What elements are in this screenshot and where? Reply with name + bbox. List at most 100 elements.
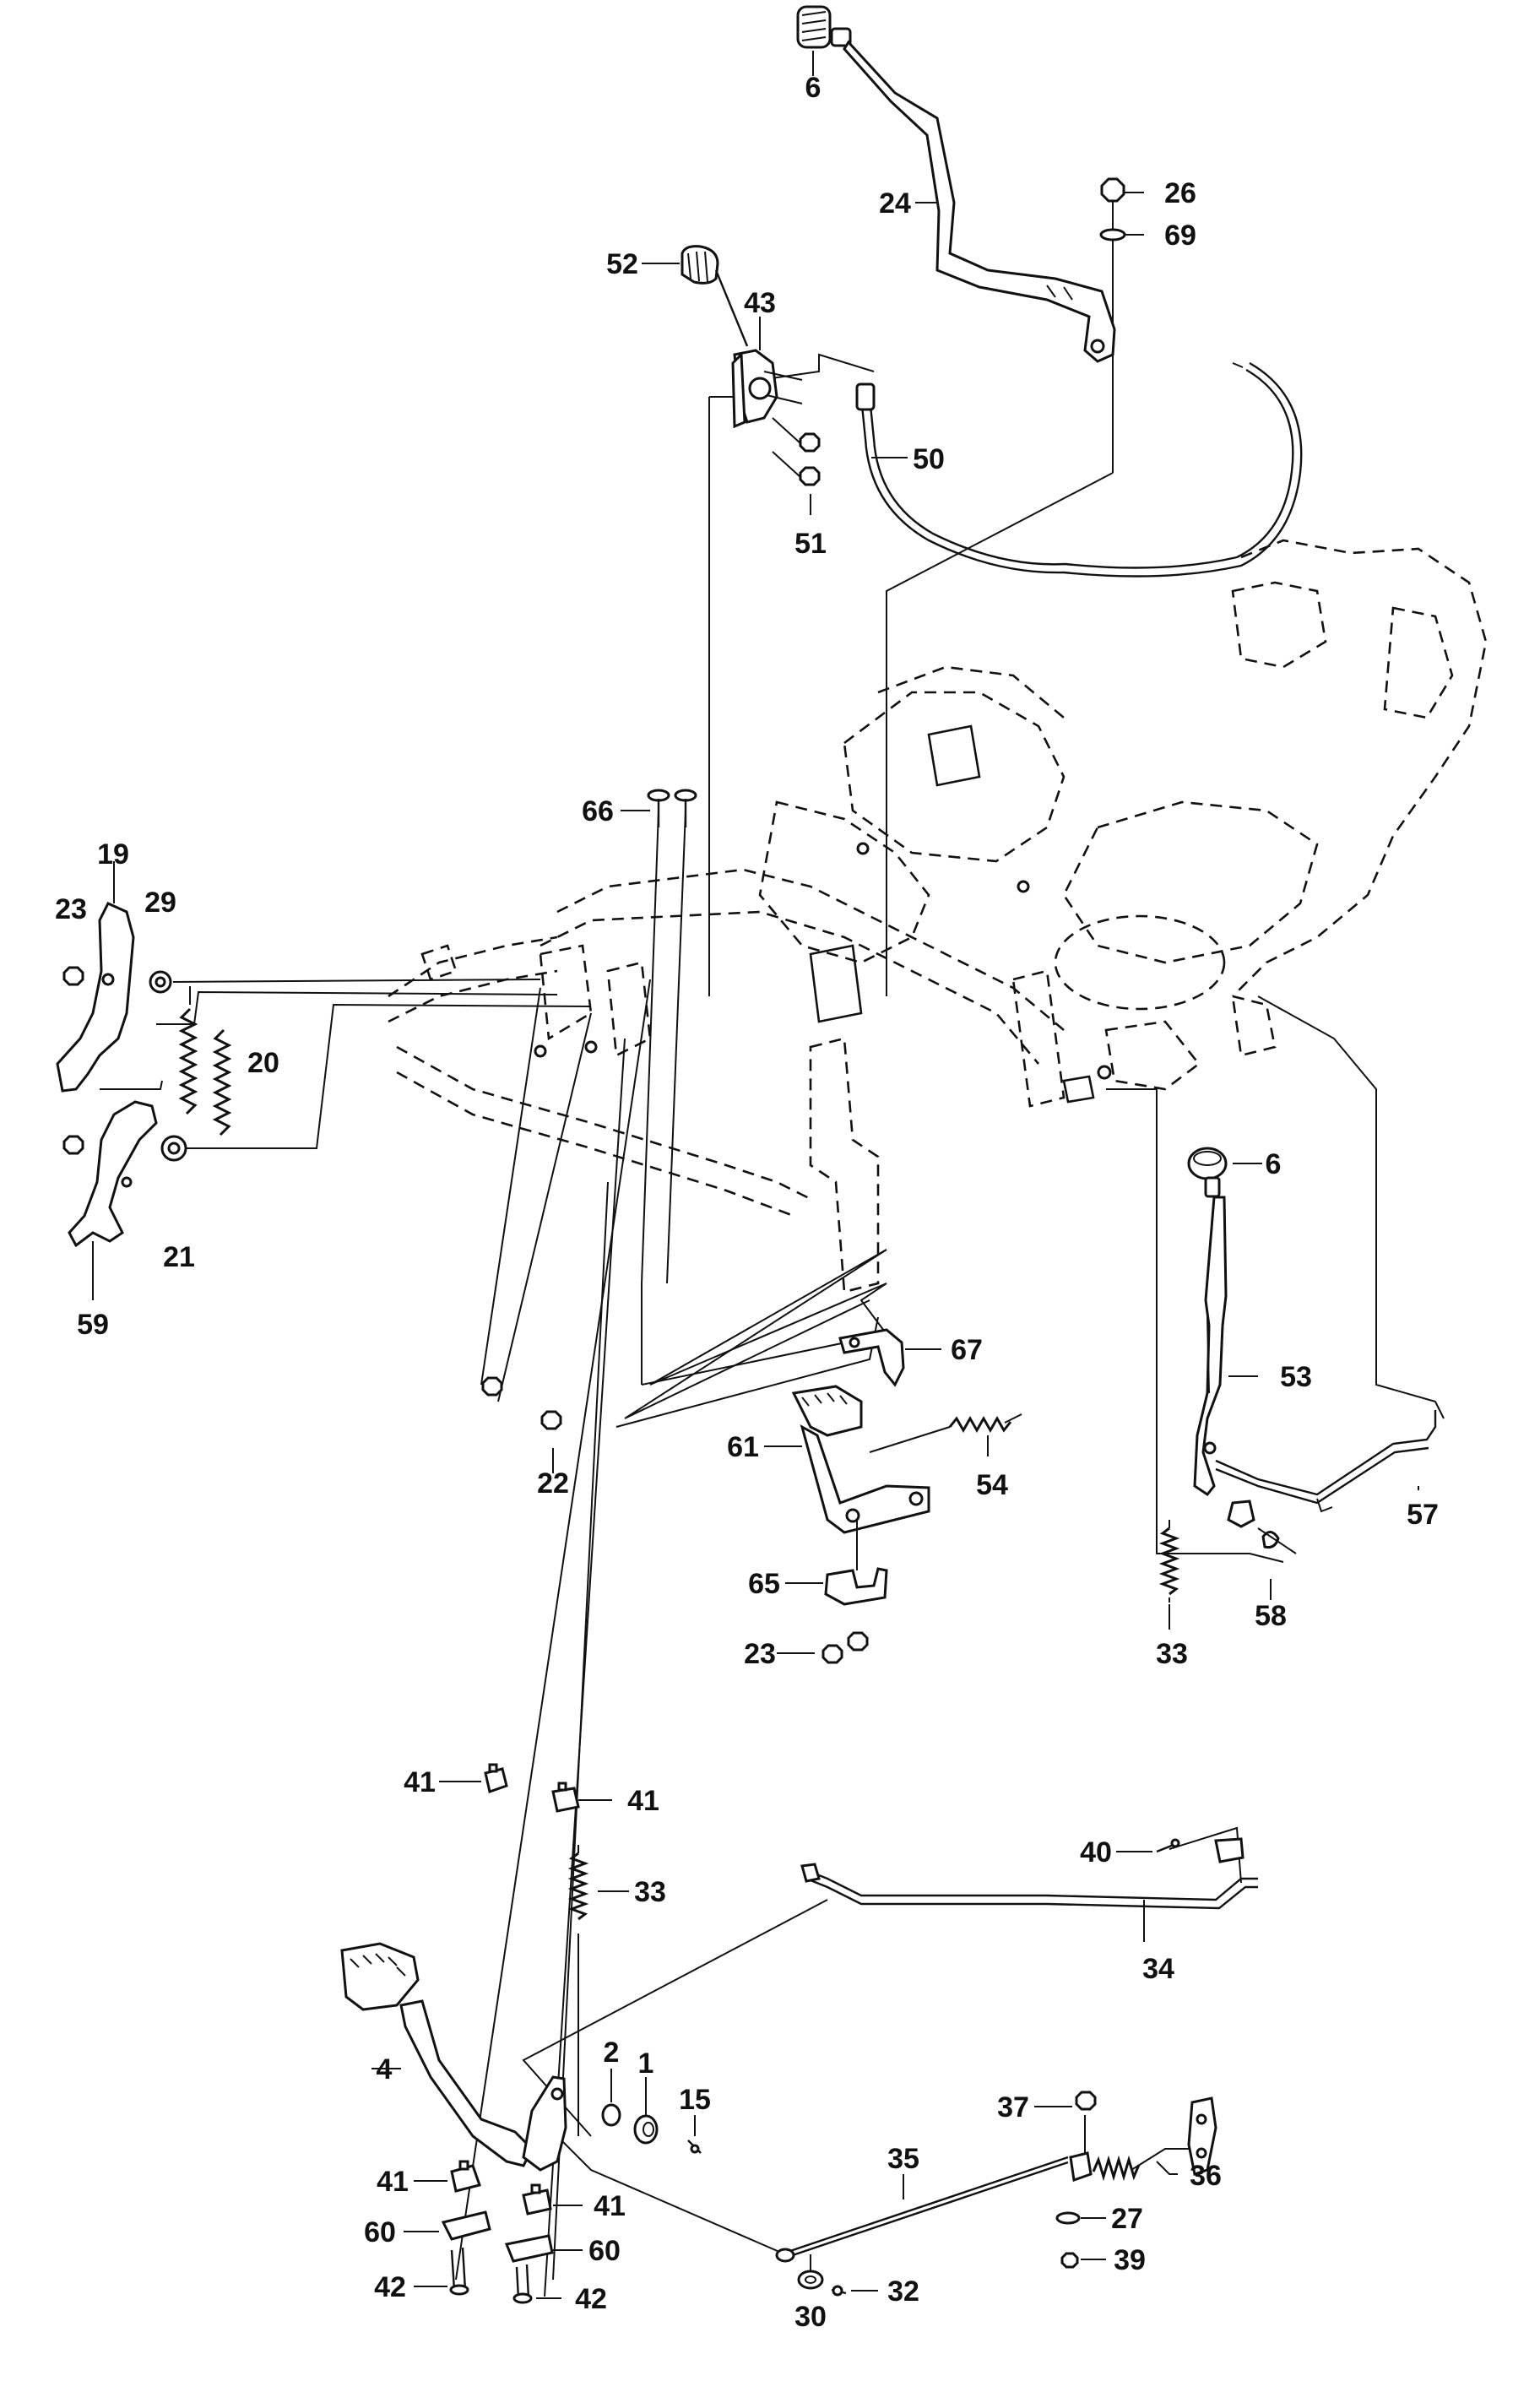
callout-20: 20	[247, 1047, 279, 1079]
callout-50: 50	[913, 443, 945, 475]
callout-41-d: 41	[594, 2190, 626, 2222]
nut-23-a	[62, 966, 84, 986]
knob-6-right	[1187, 1147, 1228, 1198]
rod-end-30	[775, 2248, 795, 2263]
clip-41-d	[522, 2183, 552, 2216]
callout-33-right: 33	[1156, 1638, 1188, 1670]
parts	[56, 5, 1437, 2304]
clip-60-a	[441, 2210, 491, 2241]
clip-41-c	[450, 2160, 481, 2193]
callout-37: 37	[997, 2091, 1029, 2123]
callout-41-b: 41	[627, 1785, 659, 1817]
spring-36	[1069, 2151, 1141, 2183]
rod-57	[1215, 1410, 1437, 1513]
bolt-37	[1075, 2091, 1097, 2111]
callout-61: 61	[727, 1431, 759, 1463]
pin-40	[1156, 1838, 1180, 1853]
callout-23-a: 23	[55, 893, 87, 925]
washer-2	[601, 2103, 621, 2127]
callout-67: 67	[951, 1334, 983, 1366]
nut-23-c	[822, 1644, 843, 1664]
bolt-22	[481, 1376, 562, 1430]
callout-40: 40	[1080, 1836, 1112, 1868]
nut-39	[1060, 2252, 1079, 2269]
washer-27	[1055, 2211, 1081, 2225]
callout-32: 32	[887, 2275, 919, 2308]
nut-23-d	[847, 1631, 869, 1652]
pin-32	[831, 2285, 847, 2297]
callout-23-b: 23	[744, 1638, 776, 1670]
pin-66	[647, 789, 697, 827]
callout-24: 24	[879, 187, 911, 220]
clip-41-a	[484, 1763, 508, 1793]
callout-60-a: 60	[364, 2216, 396, 2248]
callout-54: 54	[976, 1469, 1008, 1501]
callout-51: 51	[794, 528, 827, 560]
callout-35: 35	[887, 2143, 919, 2175]
clip-58	[1257, 1527, 1297, 1554]
washer-21	[160, 1135, 187, 1162]
nut-23-b	[62, 1135, 84, 1155]
callout-42-a: 42	[374, 2271, 406, 2303]
callout-69: 69	[1164, 220, 1196, 252]
callout-15: 15	[679, 2084, 711, 2116]
callout-4: 4	[377, 2053, 393, 2085]
callout-6-right: 6	[1266, 1148, 1282, 1180]
callout-41-a: 41	[404, 1766, 436, 1798]
callout-65: 65	[748, 1568, 780, 1600]
callout-53: 53	[1280, 1361, 1312, 1393]
callout-labels: 6 24 26 69 52 43 50 51 66 19 23 29 20 21…	[55, 72, 1439, 2333]
chassis-blocks	[534, 724, 1112, 1104]
callout-26: 26	[1164, 177, 1196, 209]
nut-26	[1100, 177, 1125, 203]
bracket-67	[838, 1328, 905, 1387]
callout-33-lower: 33	[634, 1876, 666, 1908]
callout-59: 59	[77, 1309, 109, 1341]
callout-43: 43	[744, 287, 776, 319]
callout-39: 39	[1114, 2244, 1146, 2276]
chassis-frame	[388, 539, 1488, 1294]
bracket-right	[1187, 2096, 1217, 2176]
pedal-arm-19	[56, 861, 163, 1093]
spring-54	[869, 1413, 1022, 1453]
callout-34: 34	[1142, 1953, 1174, 1985]
knob-52	[681, 245, 749, 347]
callout-60-b: 60	[588, 2235, 621, 2267]
pin-42-b	[512, 2264, 533, 2304]
rod-34	[800, 1837, 1258, 1910]
callout-41-c: 41	[377, 2166, 409, 2198]
callout-21: 21	[163, 1241, 195, 1273]
bracket-65	[824, 1520, 888, 1606]
callout-2: 2	[604, 2037, 620, 2069]
clip-60-b	[504, 2234, 554, 2263]
spring-33-right	[1158, 1520, 1180, 1603]
callout-42-b: 42	[575, 2283, 607, 2315]
knob-6-top	[796, 5, 852, 49]
callout-52: 52	[606, 248, 638, 280]
washer-30	[797, 2270, 824, 2290]
pedal-arm-59	[68, 1100, 158, 1300]
callout-66: 66	[582, 795, 614, 827]
spring-20	[178, 986, 232, 1136]
callout-19: 19	[97, 838, 129, 871]
washer-69	[1099, 228, 1126, 241]
callout-22: 22	[537, 1467, 569, 1500]
washer-29	[149, 970, 172, 994]
pin-42-a	[449, 2247, 469, 2296]
callout-27: 27	[1111, 2203, 1143, 2235]
callout-58: 58	[1255, 1600, 1287, 1632]
pedal-61	[791, 1385, 930, 1534]
callout-6-top: 6	[805, 72, 822, 104]
bracket-43	[731, 349, 803, 429]
callout-1: 1	[638, 2047, 654, 2080]
callout-36: 36	[1190, 2160, 1222, 2192]
pedal-4	[340, 1942, 567, 2172]
clip-41-b	[551, 1782, 580, 1813]
callout-29: 29	[144, 887, 176, 919]
pin-15	[687, 2140, 702, 2154]
lever-24	[843, 40, 1116, 363]
rod-35	[784, 2156, 1069, 2259]
lever-53	[1193, 1196, 1255, 1528]
washer-1	[633, 2114, 659, 2145]
cable-50	[855, 361, 1303, 578]
